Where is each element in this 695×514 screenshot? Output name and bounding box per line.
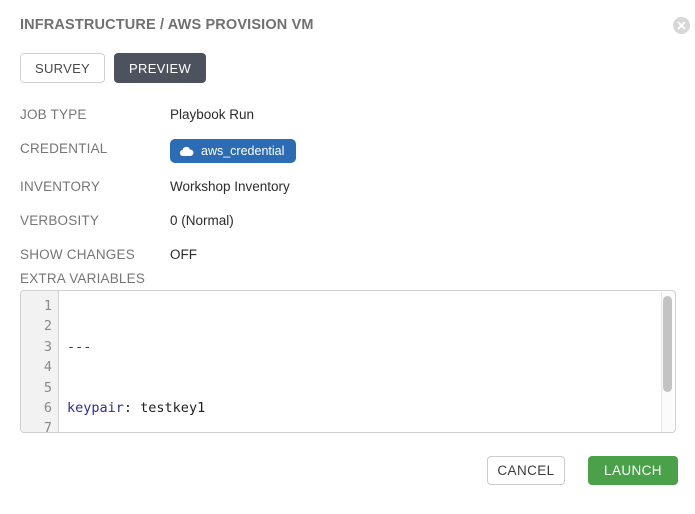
page-title: INFRASTRUCTURE / AWS PROVISION VM xyxy=(20,17,314,33)
yaml-separator: : xyxy=(123,400,141,417)
cancel-button[interactable]: CANCEL xyxy=(487,456,565,485)
detail-row-job-type: JOB TYPE Playbook Run xyxy=(20,105,660,129)
label-credential: CREDENTIAL xyxy=(20,141,108,156)
credential-badge-label: aws_credential xyxy=(201,144,285,158)
detail-row-verbosity: VERBOSITY 0 (Normal) xyxy=(20,211,660,235)
label-inventory: INVENTORY xyxy=(20,179,101,194)
detail-row-credential: CREDENTIAL aws_credential xyxy=(20,139,660,163)
line-number: 2 xyxy=(43,318,52,335)
editor-scrollbar-thumb[interactable] xyxy=(663,296,672,392)
editor-scrollbar-track[interactable] xyxy=(661,292,674,432)
close-icon[interactable] xyxy=(673,17,690,34)
close-x-glyph xyxy=(677,21,686,30)
cloud-icon xyxy=(179,146,194,156)
extra-variables-editor[interactable]: 1 2 3 4 5 6 7 --- keypair: testkey1 aws_… xyxy=(20,290,676,433)
line-number: 6 xyxy=(43,400,52,417)
label-show-changes: SHOW CHANGES xyxy=(20,247,135,262)
detail-row-inventory: INVENTORY Workshop Inventory xyxy=(20,177,660,201)
editor-code-area[interactable]: --- keypair: testkey1 aws_region: us-wes… xyxy=(59,291,675,432)
yaml-value: testkey1 xyxy=(140,400,206,417)
editor-line-gutter: 1 2 3 4 5 6 7 xyxy=(21,291,59,432)
line-number: 7 xyxy=(43,420,52,433)
dialog-header: INFRASTRUCTURE / AWS PROVISION VM xyxy=(20,14,675,36)
credential-badge[interactable]: aws_credential xyxy=(170,139,297,163)
detail-row-show-changes: SHOW CHANGES OFF xyxy=(20,245,660,269)
code-line: --- xyxy=(67,337,675,357)
yaml-key: keypair xyxy=(67,400,124,417)
launch-button[interactable]: LAUNCH xyxy=(588,456,678,485)
value-inventory: Workshop Inventory xyxy=(170,179,290,194)
dialog-tabs: SURVEY PREVIEW xyxy=(20,53,207,83)
dialog-footer: CANCEL LAUNCH xyxy=(487,456,678,485)
label-job-type: JOB TYPE xyxy=(20,107,87,122)
tab-preview[interactable]: PREVIEW xyxy=(114,53,207,83)
line-number: 4 xyxy=(43,359,52,376)
extra-variables-label: EXTRA VARIABLES xyxy=(20,271,146,286)
line-number: 1 xyxy=(43,298,52,314)
value-verbosity: 0 (Normal) xyxy=(170,213,234,228)
tab-survey[interactable]: SURVEY xyxy=(20,53,106,83)
code-line: keypair: testkey1 xyxy=(67,398,675,418)
line-number: 3 xyxy=(43,338,52,355)
value-show-changes: OFF xyxy=(170,247,197,262)
label-verbosity: VERBOSITY xyxy=(20,213,100,228)
yaml-key: --- xyxy=(67,338,92,355)
job-details: JOB TYPE Playbook Run CREDENTIAL aws_cre… xyxy=(20,105,660,279)
value-job-type: Playbook Run xyxy=(170,107,255,122)
line-number: 5 xyxy=(43,379,52,396)
